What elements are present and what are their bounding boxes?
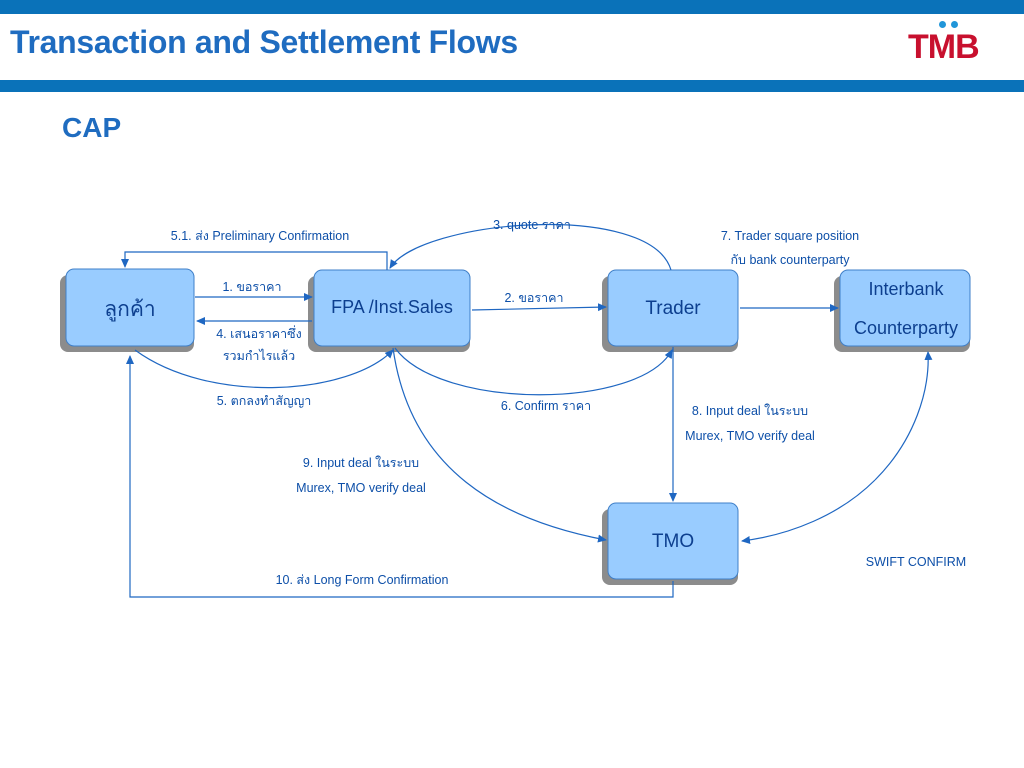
label-flow-9-line2: Murex, TMO verify deal (296, 481, 426, 495)
header-divider-bar (0, 80, 1024, 92)
label-flow-5: 5. ตกลงทำสัญญา (217, 394, 312, 408)
label-flow-7-line2: กับ bank counterparty (730, 253, 850, 267)
node-customer-label: ลูกค้า (104, 298, 155, 322)
label-swift-confirm: SWIFT CONFIRM (866, 555, 966, 569)
arrow-swift-to-tmo (741, 479, 876, 544)
arrow-6-confirm (394, 347, 673, 396)
label-flow-4-line1: 4. เสนอราคาซึ่ง (216, 325, 302, 341)
page-title: Transaction and Settlement Flows (10, 24, 518, 60)
section-subtitle: CAP (62, 112, 122, 143)
node-trader-label: Trader (645, 298, 701, 319)
label-flow-3: 3. quote ราคา (493, 218, 571, 232)
arrow-9-input-deal (392, 347, 607, 543)
tmb-logo: TMB (908, 18, 1000, 66)
node-tmo: TMO (602, 502, 739, 585)
logo-dot-right (951, 21, 958, 28)
node-interbank-label-2: Counterparty (854, 318, 958, 338)
label-flow-2: 2. ขอราคา (504, 291, 563, 305)
label-flow-9-line1: 9. Input deal ในระบบ (303, 456, 419, 470)
label-flow-10: 10. ส่ง Long Form Confirmation (276, 573, 449, 587)
label-flow-4-line2: รวมกำไรแล้ว (223, 349, 295, 363)
label-flow-1: 1. ขอราคา (222, 280, 281, 294)
label-flow-8-line2: Murex, TMO verify deal (685, 429, 815, 443)
node-customer: ลูกค้า (60, 268, 195, 352)
node-interbank: Interbank Counterparty (834, 269, 971, 352)
node-fpa-label: FPA /Inst.Sales (331, 297, 453, 317)
logo-text: TMB (908, 28, 980, 66)
label-flow-8-line1: 8. Input deal ในระบบ (692, 404, 808, 418)
node-fpa: FPA /Inst.Sales (308, 269, 471, 352)
arrow-swift-to-interbank (874, 351, 933, 481)
arrow-2-request-price (471, 303, 607, 312)
arrow-3-quote (389, 223, 672, 271)
node-tmo-label: TMO (652, 531, 694, 552)
label-flow-5-1: 5.1. ส่ง Preliminary Confirmation (171, 229, 349, 243)
label-flow-7-line1: 7. Trader square position (721, 229, 859, 243)
node-interbank-label-1: Interbank (868, 279, 944, 299)
label-flow-6: 6. Confirm ราคา (501, 399, 591, 413)
arrow-5-1-preliminary (121, 251, 388, 270)
top-banner-bar (0, 0, 1024, 14)
node-trader: Trader (602, 269, 739, 352)
arrow-5-agree (134, 349, 394, 389)
arrow-10-long-form (126, 355, 674, 598)
logo-dot-left (939, 21, 946, 28)
